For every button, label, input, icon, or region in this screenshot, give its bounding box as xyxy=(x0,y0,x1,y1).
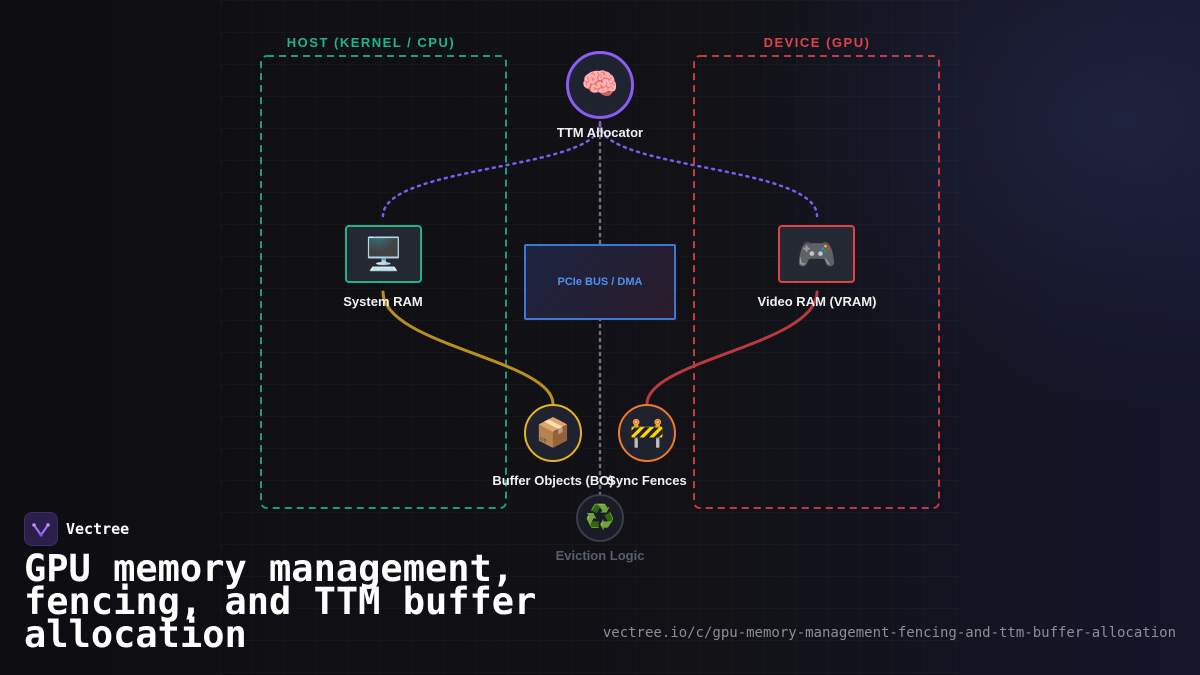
ttm-allocator-label: TTM Allocator xyxy=(556,125,644,140)
edge-system-ram-to-buffer-objects xyxy=(381,290,555,406)
sync-fences-node[interactable]: 🚧 xyxy=(618,404,676,462)
brain-icon: 🧠 xyxy=(581,68,619,101)
vectree-logo-icon xyxy=(24,512,58,546)
game-controller-icon: 🎮 xyxy=(796,236,837,272)
host-group-box xyxy=(260,55,507,509)
system-ram-node[interactable]: 🖥️ xyxy=(345,225,422,283)
page-url[interactable]: vectree.io/c/gpu-memory-management-fenci… xyxy=(602,625,1176,641)
buffer-objects-label: Buffer Objects (BO) xyxy=(492,473,614,488)
eviction-logic-node[interactable]: ♻️ xyxy=(576,494,624,542)
desktop-computer-icon: 🖥️ xyxy=(363,236,404,272)
brand[interactable]: Vectree xyxy=(24,512,129,546)
edge-ttm-to-system-ram xyxy=(381,122,602,218)
sync-fences-label: Sync Fences xyxy=(607,473,687,488)
video-ram-label: Video RAM (VRAM) xyxy=(757,294,877,309)
host-group-title: HOST (KERNEL / CPU) xyxy=(286,35,456,50)
brand-name: Vectree xyxy=(66,520,130,538)
pcie-bus-label: PCIe BUS / DMA xyxy=(557,276,643,288)
device-group-title: DEVICE (GPU) xyxy=(763,35,871,50)
pcie-bus-node[interactable]: PCIe BUS / DMA xyxy=(524,244,676,320)
package-icon: 📦 xyxy=(535,417,571,448)
system-ram-label: System RAM xyxy=(343,294,423,309)
page-title: GPU memory management, fencing, and TTM … xyxy=(24,547,537,656)
video-ram-node[interactable]: 🎮 xyxy=(778,225,855,283)
buffer-objects-node[interactable]: 📦 xyxy=(524,404,582,462)
edge-video-ram-to-sync-fences xyxy=(645,290,819,406)
edge-ttm-to-video-ram xyxy=(598,122,819,218)
ttm-allocator-node[interactable]: 🧠 xyxy=(566,51,634,119)
eviction-logic-label: Eviction Logic xyxy=(555,548,645,563)
construction-barrier-icon: 🚧 xyxy=(629,417,665,448)
device-group-box xyxy=(693,55,940,509)
recycle-icon: ♻️ xyxy=(585,504,615,531)
